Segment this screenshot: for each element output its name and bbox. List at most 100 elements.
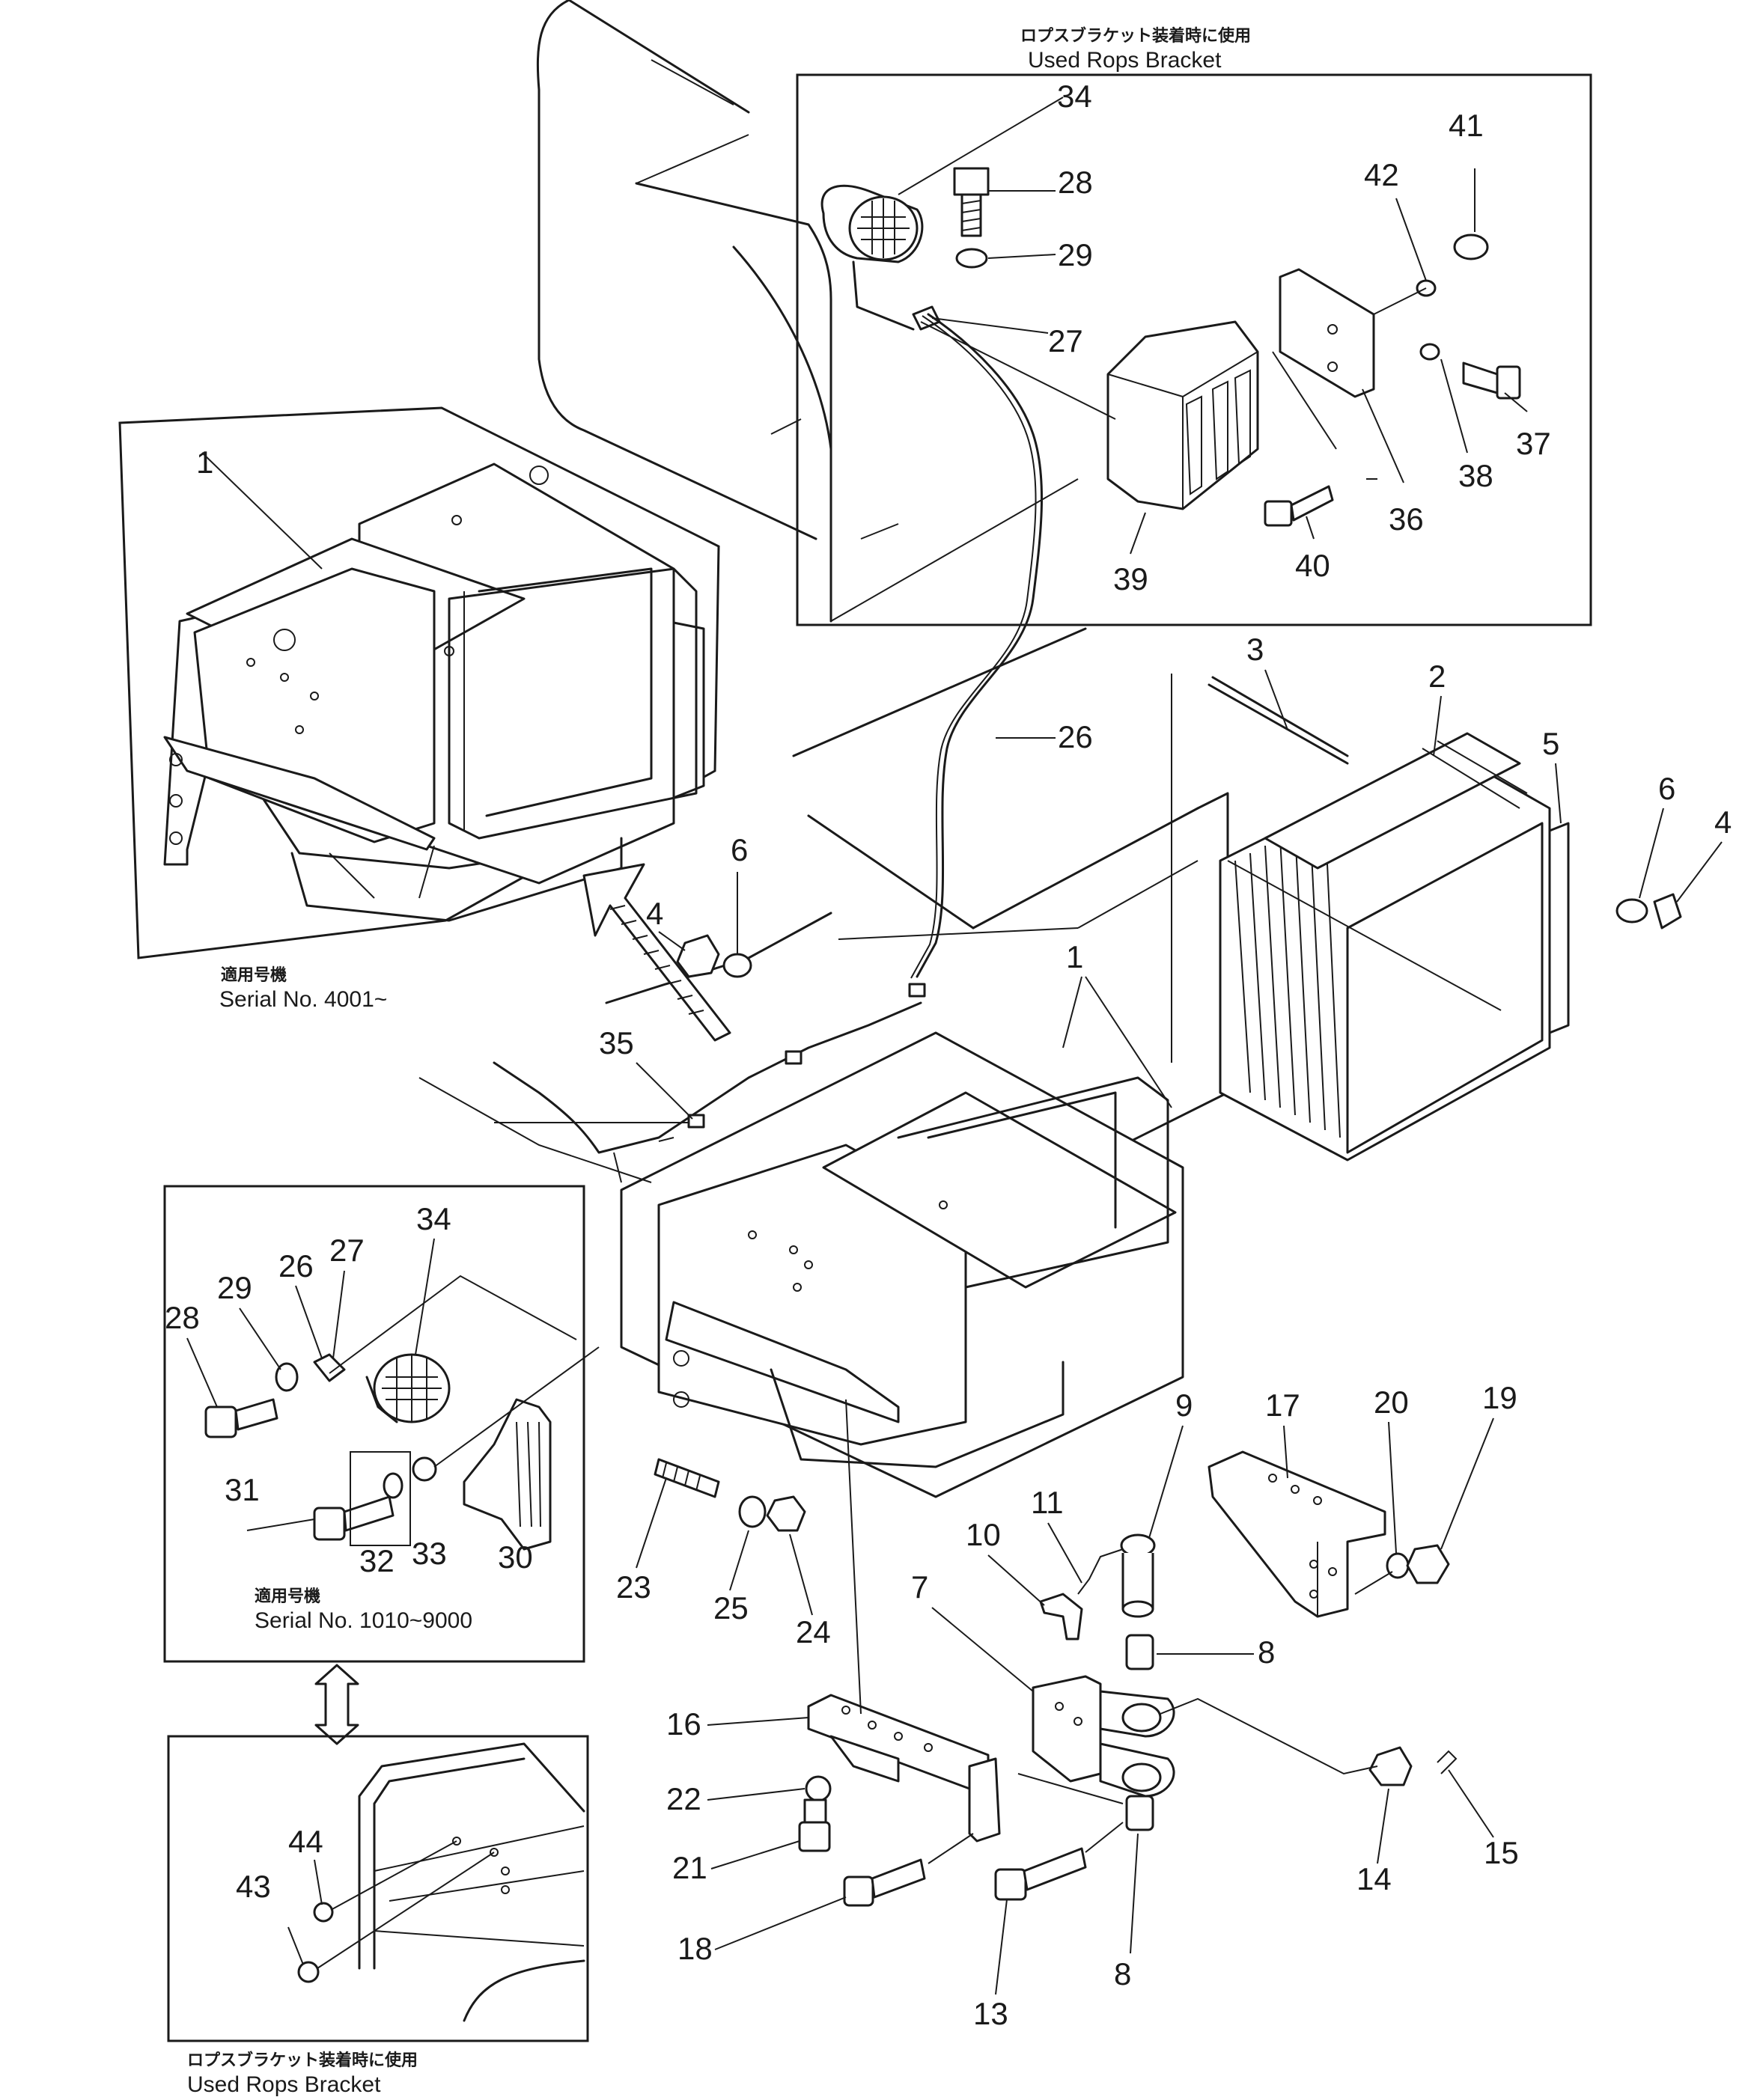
callout: 43 <box>236 1869 271 1904</box>
callout: 29 <box>1058 237 1093 272</box>
callout-numbers: 34 28 29 27 41 42 37 38 36 39 40 26 3 2 … <box>165 79 1732 2031</box>
lamp-guard-icon <box>463 1398 552 1551</box>
bushing-icon <box>1125 1795 1154 1831</box>
callout: 1 <box>196 445 213 480</box>
washer-icon <box>1419 343 1440 361</box>
caption-top-en: Used Rops Bracket <box>1028 48 1222 73</box>
inset-frame <box>167 1735 589 2042</box>
washer-icon <box>722 953 752 978</box>
counterweight-box-inset-left: 適用号機 Serial No. 4001~ <box>118 406 720 1012</box>
callout: 6 <box>731 832 748 867</box>
caption-mid-serial-jp: 適用号機 <box>255 1587 320 1605</box>
hitch-block-icon <box>1032 1675 1175 1798</box>
callout: 35 <box>599 1025 634 1060</box>
callout: 4 <box>1714 805 1732 840</box>
pin-icon <box>1120 1533 1156 1618</box>
callout: 19 <box>1482 1380 1517 1415</box>
bolt-icon <box>953 167 990 237</box>
callout: 28 <box>165 1300 200 1335</box>
cable-26 <box>916 313 1044 978</box>
callout: 44 <box>288 1824 323 1859</box>
callout: 6 <box>1658 771 1675 806</box>
callout: 4 <box>646 896 663 931</box>
callout: 21 <box>672 1850 707 1885</box>
work-lamp-icon <box>820 184 924 331</box>
nut-icon <box>1453 233 1489 260</box>
plug-icon <box>313 1902 334 1923</box>
clip-icon <box>1039 1593 1083 1640</box>
rops-bracket-inset-bottom: ロプスブラケット装着時に使用 Used Rops Bracket <box>167 1735 589 2097</box>
work-lamp-icon <box>365 1353 451 1423</box>
bracket-icon <box>1208 1450 1386 1618</box>
callout: 25 <box>713 1590 749 1626</box>
callout: 9 <box>1175 1388 1193 1423</box>
lamp-guard-icon <box>1106 320 1259 510</box>
callout: 7 <box>911 1569 928 1605</box>
callout: 23 <box>616 1569 651 1605</box>
callout: 36 <box>1389 501 1424 537</box>
washer-icon <box>412 1456 437 1482</box>
callout: 31 <box>225 1472 260 1507</box>
bolt-icon <box>994 1868 1027 1901</box>
callout: 8 <box>1114 1956 1131 1991</box>
callout: 37 <box>1516 426 1551 461</box>
direction-arrow-icon <box>582 863 731 1042</box>
nut-icon <box>766 1495 806 1532</box>
washer-icon <box>738 1495 767 1528</box>
bolt-icon <box>313 1507 346 1541</box>
callout: 42 <box>1364 157 1399 192</box>
inset-frame <box>796 73 1592 626</box>
inset-frame <box>163 1185 585 1663</box>
chain-icon <box>1077 1548 1124 1595</box>
caption-bottom-jp: ロプスブラケット装着時に使用 <box>187 2051 418 2069</box>
callout: 8 <box>1258 1634 1275 1670</box>
callout: 33 <box>412 1536 447 1571</box>
callout: 17 <box>1265 1388 1300 1423</box>
callout: 40 <box>1295 548 1330 583</box>
callout: 16 <box>666 1706 701 1742</box>
caption-bottom-en: Used Rops Bracket <box>187 2072 381 2096</box>
inset-frame <box>118 406 720 959</box>
callout: 20 <box>1374 1385 1409 1420</box>
caption-left-serial-jp: 適用号機 <box>221 965 287 984</box>
callout: 39 <box>1113 561 1148 596</box>
callout: 24 <box>796 1614 831 1649</box>
bolt-icon <box>843 1875 874 1907</box>
caption-mid-serial-en: Serial No. 1010~9000 <box>255 1608 472 1633</box>
callout: 30 <box>498 1539 533 1575</box>
washer-icon <box>805 1775 832 1802</box>
counterweight-box-main <box>418 912 1184 1498</box>
callout: 3 <box>1246 632 1264 667</box>
callout: 15 <box>1484 1835 1519 1870</box>
callout: 14 <box>1356 1861 1392 1896</box>
callout: 27 <box>329 1233 365 1268</box>
bolt-icon <box>204 1405 237 1438</box>
bushing-icon <box>1125 1634 1154 1670</box>
clamp-icon <box>313 1353 346 1382</box>
washer-icon <box>383 1472 403 1499</box>
callout: 28 <box>1058 165 1093 200</box>
callout: 18 <box>677 1931 713 1966</box>
mounting-bracket-icon <box>807 1694 1001 1843</box>
callout: 22 <box>666 1781 701 1816</box>
nut-icon <box>676 934 720 978</box>
washer-icon <box>1386 1552 1410 1579</box>
callout: 2 <box>1428 659 1446 694</box>
callout: 34 <box>1057 79 1092 114</box>
wire-harness-35 <box>493 1001 922 1154</box>
rops-bracket-inset-top: ロプスブラケット装着時に使用 Used Rops Bracket <box>796 26 1592 979</box>
counterweight-plates <box>1171 674 1682 1162</box>
callout: 34 <box>416 1201 451 1236</box>
double-arrow-icon <box>314 1664 359 1745</box>
callout: 1 <box>1066 939 1083 974</box>
plug-icon <box>297 1961 320 1983</box>
harness-clip <box>908 983 926 998</box>
callout: 13 <box>973 1996 1008 2031</box>
bolt-icon <box>1462 361 1521 400</box>
callout: 27 <box>1048 323 1083 358</box>
callout: 29 <box>217 1270 252 1305</box>
washer-icon <box>955 248 988 269</box>
mounting-plate-icon <box>1279 268 1375 398</box>
